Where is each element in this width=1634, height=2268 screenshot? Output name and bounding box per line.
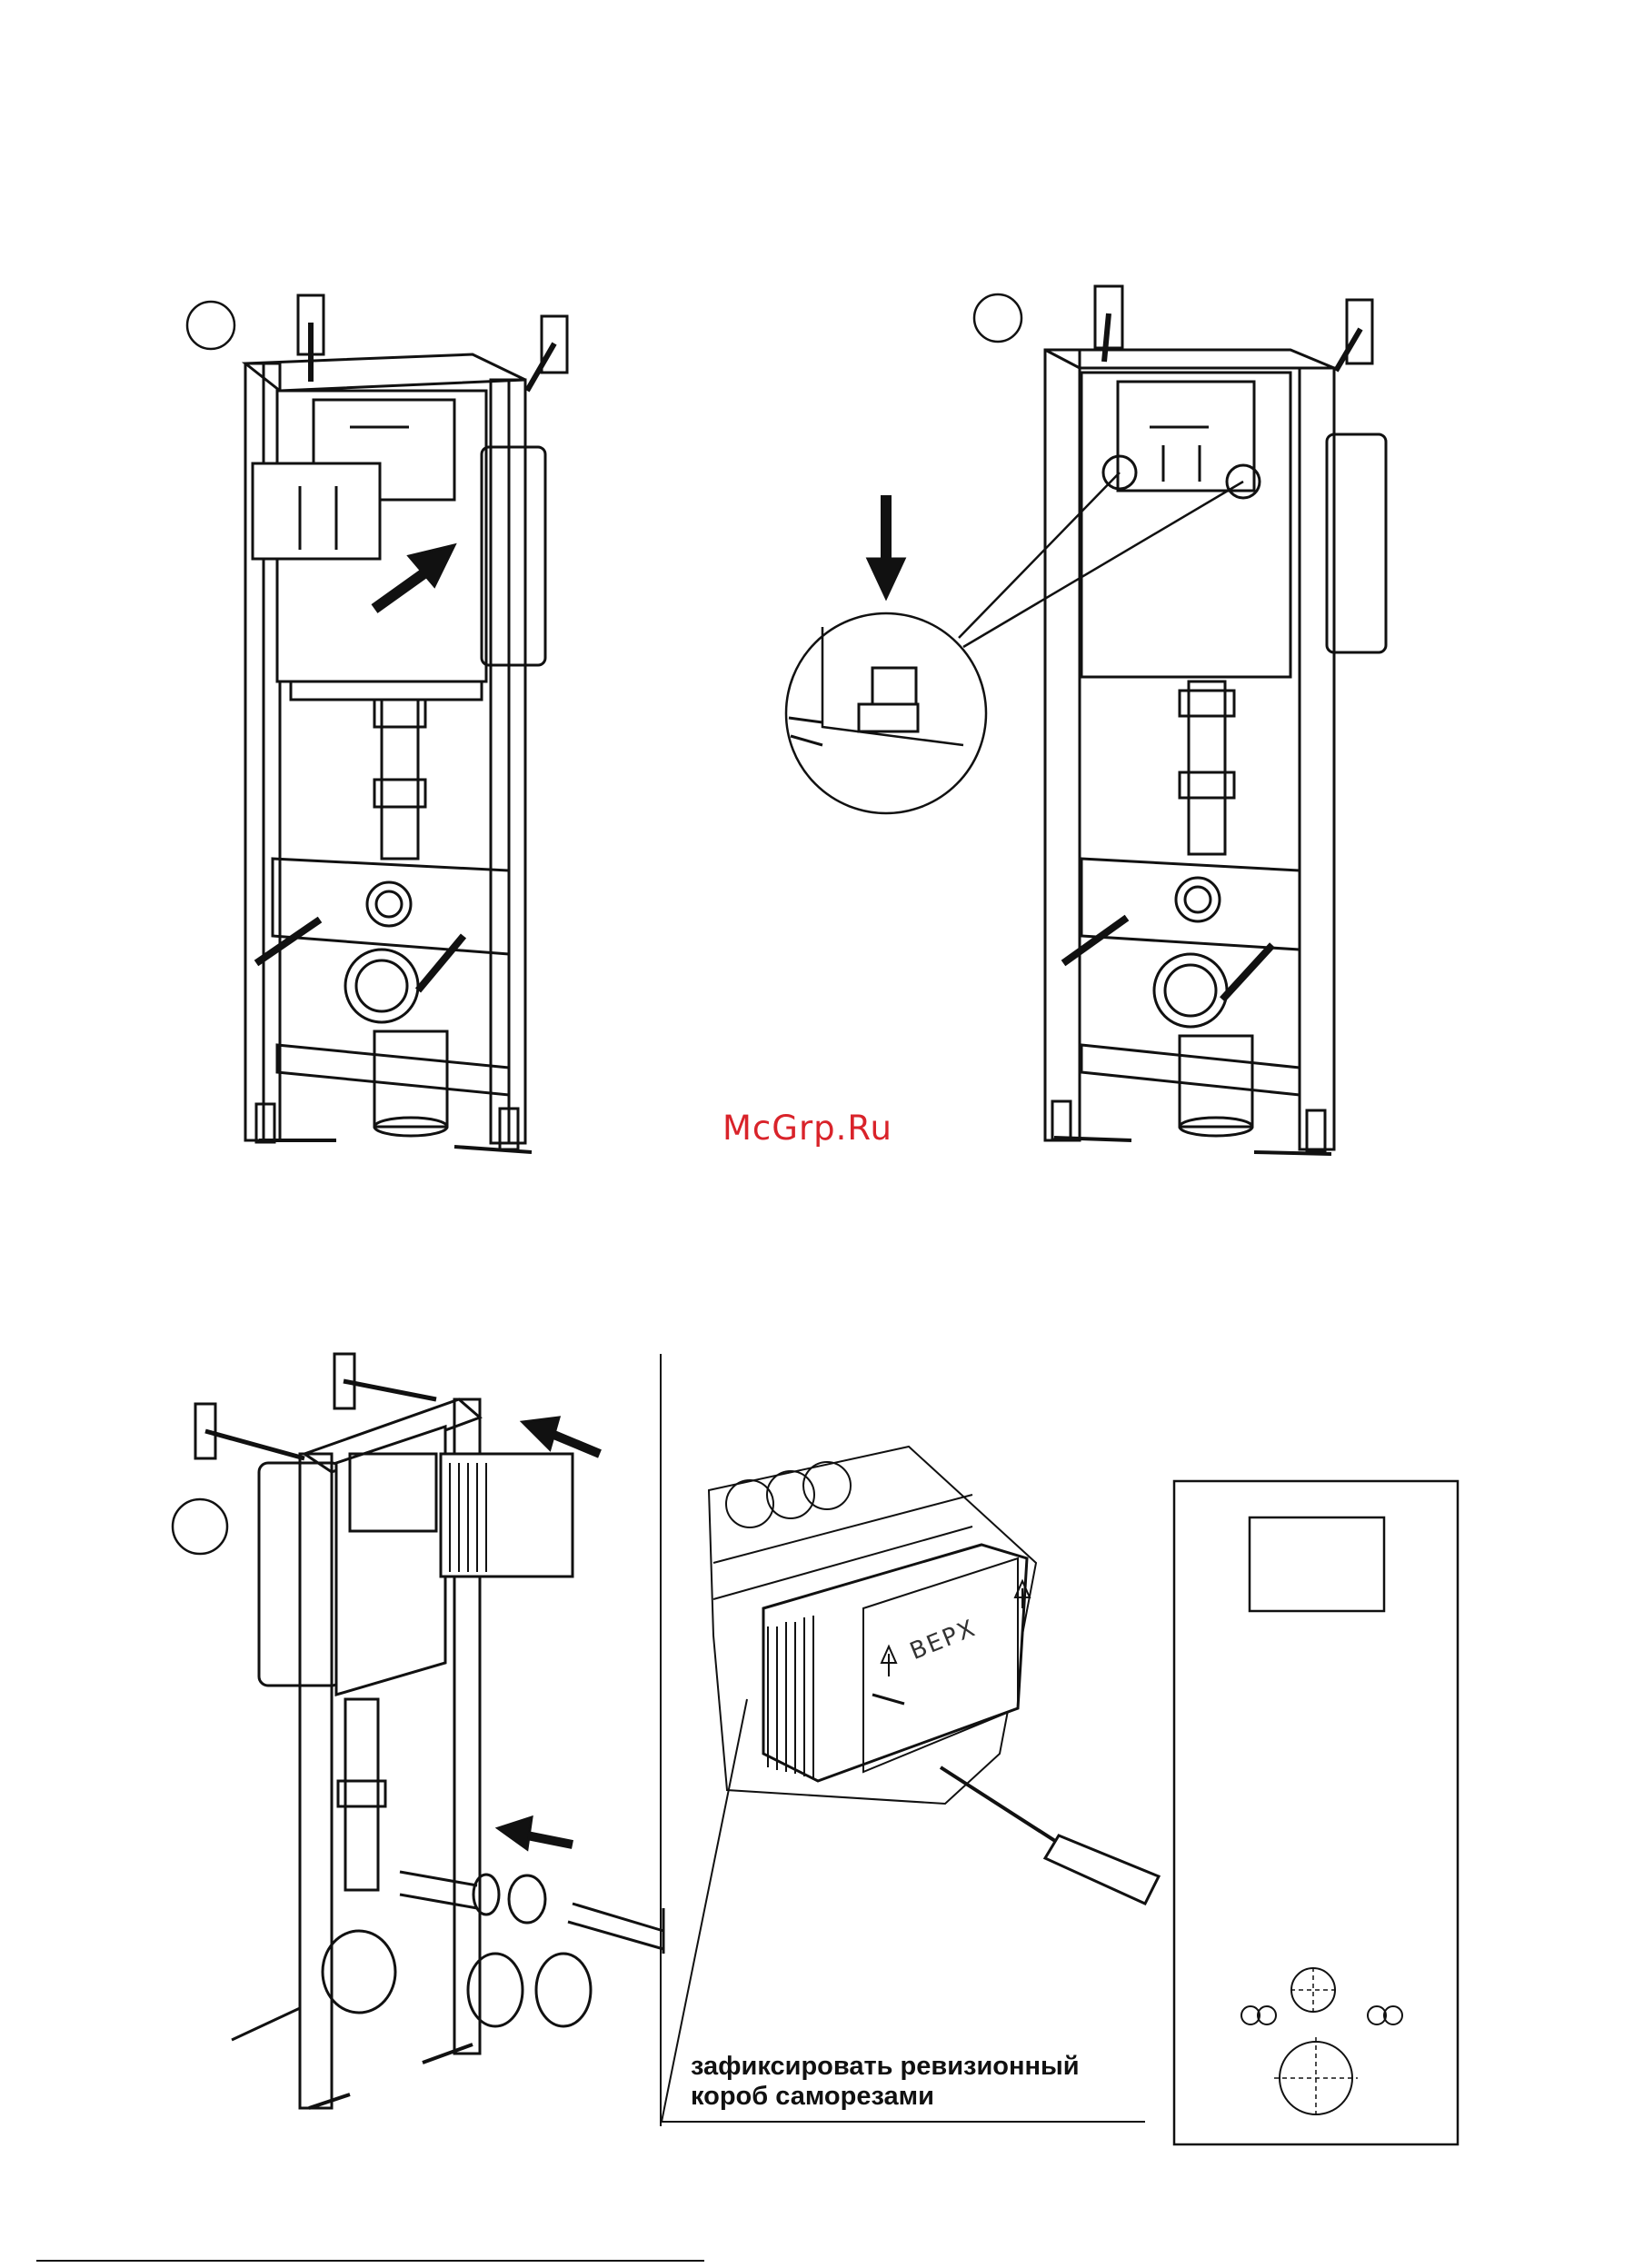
closeup-caption: зафиксировать ревизионный короб самореза… — [691, 2052, 1172, 2112]
figure-1-frame — [187, 295, 567, 1152]
figure-5-front-panel — [1174, 1481, 1458, 2144]
caption-line-2: короб саморезами — [691, 2082, 1172, 2112]
step-marker-2 — [974, 294, 1021, 342]
inspection-hatch — [1250, 1517, 1384, 1611]
step-marker-3 — [173, 1499, 227, 1554]
figure-4-closeup — [662, 1447, 1159, 2122]
caption-line-1: зафиксировать ревизионный — [691, 2052, 1172, 2082]
figure-3-frame — [173, 1354, 663, 2108]
detail-magnifier — [786, 613, 986, 813]
step-marker-1 — [187, 302, 234, 349]
figure-2-frame — [786, 286, 1386, 1154]
watermark-text: McGrp.Ru — [722, 1109, 922, 1148]
